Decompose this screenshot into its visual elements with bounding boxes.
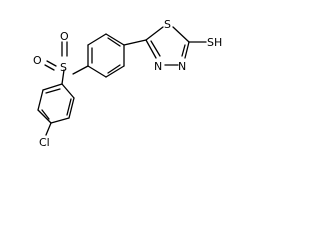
bond-ring1-sulfonyl — [72, 65, 89, 75]
bond-so-left-a — [46, 60, 57, 67]
bond-ring1-inner-a — [107, 37, 121, 47]
structure-diagram: S O O Cl S SH N N — [33, 18, 222, 149]
atom-thiol-sh: SH — [207, 36, 222, 49]
bond-ring2-inner-b — [41, 109, 50, 120]
bond-ring2-inner-c — [45, 88, 61, 94]
molecule-drawing: S O O Cl S SH N N — [33, 18, 222, 149]
bond-td-s1-c2 — [172, 26, 190, 43]
bond-td-c2-n3-double — [181, 44, 186, 57]
bond-ring2-5 — [37, 89, 44, 111]
bond-ring1-1 — [87, 33, 107, 46]
atom-labels: S O O Cl S SH N N — [33, 18, 222, 149]
bond-ring1-thiadiazole — [123, 39, 147, 46]
atom-ring-n-left: N — [154, 60, 162, 73]
bond-ring2-inner-a — [66, 98, 72, 116]
bond-td-c5-s1 — [145, 26, 164, 41]
atom-sulfonyl-s: S — [60, 61, 67, 74]
bond-ring2-2 — [68, 97, 75, 119]
bond-ring1-2 — [105, 33, 125, 46]
bond-ring1-5 — [87, 65, 107, 78]
bond-lines — [37, 26, 207, 136]
bond-ring2-chlorine — [45, 122, 52, 136]
bond-td-c2-n3 — [184, 41, 190, 59]
atom-ring-n-right: N — [178, 60, 186, 73]
bond-td-n4-c5-double — [150, 40, 161, 57]
bond-sulfonyl-ring2 — [61, 69, 65, 85]
atom-sulfonyl-o-top: O — [60, 30, 69, 43]
bond-td-n4-c5 — [145, 39, 157, 59]
bond-ring2-3 — [50, 117, 70, 124]
bond-ring2-1 — [61, 83, 75, 99]
bond-ring2-4 — [37, 109, 52, 124]
atom-sulfonyl-o-left: O — [33, 54, 42, 67]
bond-ring2-6 — [42, 83, 63, 91]
atom-chlorine: Cl — [39, 136, 50, 149]
atom-thiadiazole-s: S — [164, 18, 171, 31]
bond-so-left-b — [44, 64, 55, 71]
bond-ring1-inner-b — [107, 64, 121, 74]
bond-ring1-4 — [105, 65, 125, 78]
